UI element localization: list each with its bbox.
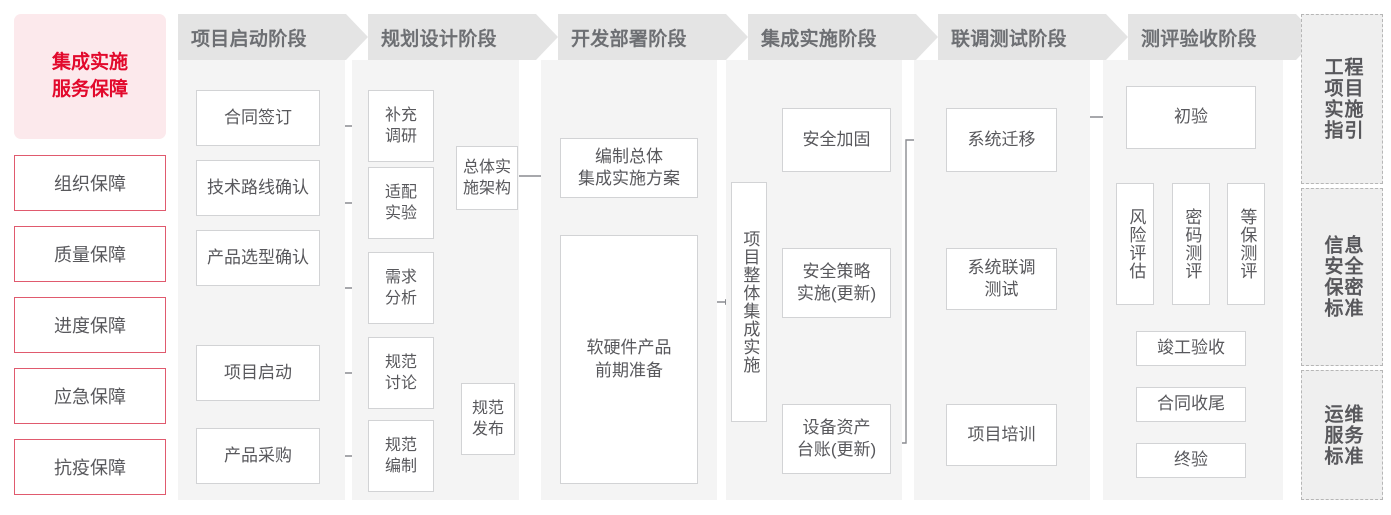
node-initial-acceptance[interactable]: 初验 xyxy=(1126,86,1256,149)
standards-label-col-right: 程目施引 xyxy=(1341,57,1363,141)
standards-label-col-left: 信安保标 xyxy=(1321,235,1343,319)
node-requirements-analysis[interactable]: 需求 分析 xyxy=(368,252,434,324)
node-spec-discussion[interactable]: 规范 讨论 xyxy=(368,337,434,409)
node-joint-debug-test[interactable]: 系统联调 测试 xyxy=(946,248,1057,310)
phase-header-1[interactable]: 项目启动阶段 xyxy=(178,14,368,60)
node-security-policy[interactable]: 安全策略 实施(更新) xyxy=(782,248,891,318)
node-project-training[interactable]: 项目培训 xyxy=(946,404,1057,466)
sidebar-item-schedule[interactable]: 进度保障 xyxy=(14,297,166,353)
sidebar-item-label: 应急保障 xyxy=(54,387,126,407)
node-project-kickoff[interactable]: 项目启动 xyxy=(196,345,320,401)
phase-title: 开发部署阶段 xyxy=(571,28,687,50)
standards-panel-ops-service[interactable]: 维务准 运服标 xyxy=(1301,370,1383,500)
sidebar-item-epidemic[interactable]: 抗疫保障 xyxy=(14,439,166,495)
node-tech-route-confirm[interactable]: 技术路线确认 xyxy=(196,160,320,216)
sidebar-item-label: 组织保障 xyxy=(54,174,126,194)
node-spec-drafting[interactable]: 规范 编制 xyxy=(368,420,434,492)
node-risk-assessment[interactable]: 风险评估 xyxy=(1116,183,1154,305)
standards-label-col-left: 工项实指 xyxy=(1321,57,1343,141)
standards-label-col-right: 息全密准 xyxy=(1341,235,1363,319)
node-system-migration[interactable]: 系统迁移 xyxy=(946,108,1057,172)
sidebar-item-emergency[interactable]: 应急保障 xyxy=(14,368,166,424)
node-supplementary-research[interactable]: 补充 调研 xyxy=(368,90,434,162)
phase-header-3[interactable]: 开发部署阶段 xyxy=(558,14,748,60)
phase-header-5[interactable]: 联调测试阶段 xyxy=(938,14,1128,60)
node-hw-sw-preparation[interactable]: 软硬件产品 前期准备 xyxy=(560,235,698,484)
standards-panel-project-guideline[interactable]: 程目施引 工项实指 xyxy=(1301,14,1383,184)
node-crypto-evaluation[interactable]: 密码测评 xyxy=(1172,183,1210,305)
standards-label-col-right: 维务准 xyxy=(1341,403,1363,467)
sidebar-item-label: 进度保障 xyxy=(54,316,126,336)
node-security-hardening[interactable]: 安全加固 xyxy=(782,108,891,172)
phase-header-4[interactable]: 集成实施阶段 xyxy=(748,14,938,60)
sidebar-item-label: 抗疫保障 xyxy=(54,458,126,478)
standards-label-col-left: 运服标 xyxy=(1321,403,1343,467)
phase-title: 项目启动阶段 xyxy=(191,28,307,50)
node-completion-acceptance[interactable]: 竣工验收 xyxy=(1136,331,1246,366)
node-product-procurement[interactable]: 产品采购 xyxy=(196,428,320,484)
sidebar-item-organization[interactable]: 组织保障 xyxy=(14,155,166,211)
phase-header-2[interactable]: 规划设计阶段 xyxy=(368,14,558,60)
node-contract-closeout[interactable]: 合同收尾 xyxy=(1136,387,1246,422)
phase-title: 集成实施阶段 xyxy=(761,28,877,50)
sidebar-header-line-1: 集成实施 xyxy=(51,52,128,74)
node-asset-ledger[interactable]: 设备资产 台账(更新) xyxy=(782,404,891,474)
phase-title: 规划设计阶段 xyxy=(381,28,497,50)
sidebar-header: 集成实施 服务保障 xyxy=(14,14,166,139)
node-final-acceptance[interactable]: 终验 xyxy=(1136,443,1246,478)
phase-header-6[interactable]: 测评验收阶段 xyxy=(1128,14,1318,60)
sidebar-item-quality[interactable]: 质量保障 xyxy=(14,226,166,282)
node-adaptation-experiment[interactable]: 适配 实验 xyxy=(368,167,434,239)
phase-title: 测评验收阶段 xyxy=(1141,28,1257,50)
node-draft-overall-plan[interactable]: 编制总体 集成实施方案 xyxy=(560,138,698,198)
phase-title: 联调测试阶段 xyxy=(951,28,1067,50)
node-product-model-confirm[interactable]: 产品选型确认 xyxy=(196,230,320,286)
node-overall-architecture[interactable]: 总体实 施架构 xyxy=(456,146,518,210)
node-overall-integration-implementation[interactable]: 项目整体集成实施 xyxy=(731,182,767,422)
standards-panel-infosec[interactable]: 息全密准 信安保标 xyxy=(1301,188,1383,366)
sidebar-item-label: 质量保障 xyxy=(54,245,126,265)
node-contract-signing[interactable]: 合同签订 xyxy=(196,90,320,146)
node-spec-release[interactable]: 规范 发布 xyxy=(461,383,515,455)
sidebar-header-line-2: 服务保障 xyxy=(51,78,128,100)
node-mlps-evaluation[interactable]: 等保测评 xyxy=(1227,183,1265,305)
